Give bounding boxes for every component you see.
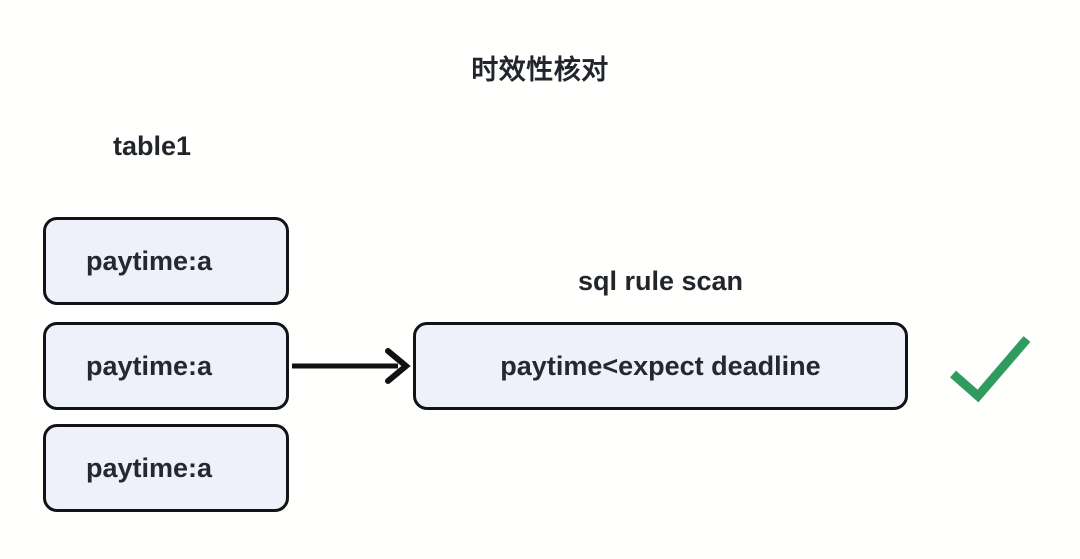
record-box-label: paytime:a (86, 245, 213, 276)
arrow-right-icon (292, 348, 411, 384)
rule-box: paytime<expect deadline (413, 322, 908, 410)
diagram-title: 时效性核对 (471, 55, 609, 85)
check-icon (950, 336, 1031, 403)
rule-group-label: sql rule scan (577, 266, 744, 296)
source-table-label: table1 (113, 131, 192, 161)
record-box: paytime:a (43, 424, 289, 512)
record-box-label: paytime:a (86, 350, 213, 381)
record-box: paytime:a (43, 217, 289, 305)
record-box: paytime:a (43, 322, 289, 410)
record-box-label: paytime:a (86, 452, 213, 483)
rule-expression-label: paytime<expect deadline (500, 350, 821, 381)
